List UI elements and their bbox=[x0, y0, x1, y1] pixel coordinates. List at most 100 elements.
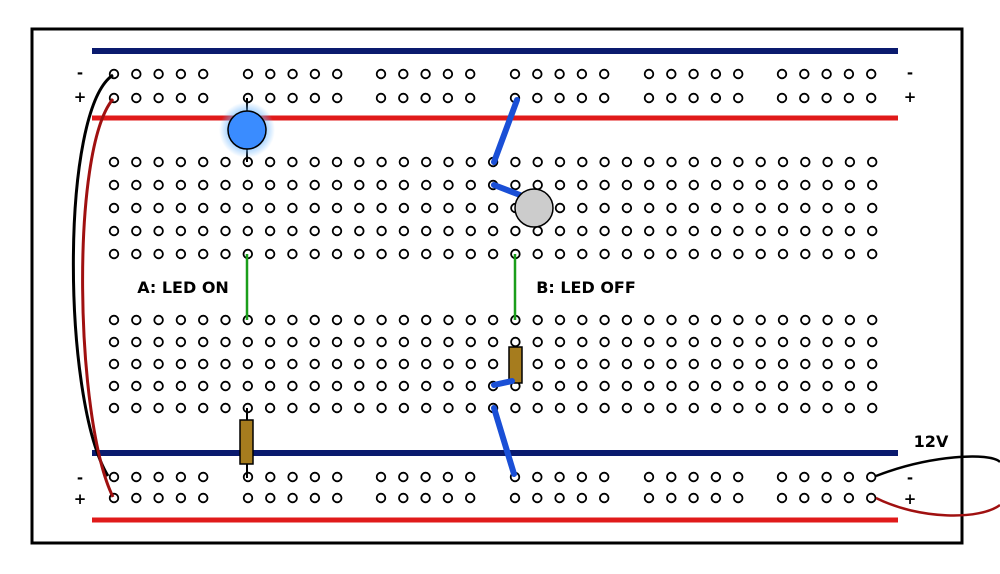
terminal-hole-bottom bbox=[800, 380, 811, 392]
terminal-hole-bottom bbox=[465, 336, 477, 348]
bottom-positive-rail-hole bbox=[843, 492, 855, 504]
terminal-hole-bottom bbox=[354, 336, 365, 348]
terminal-hole-bottom bbox=[510, 402, 521, 414]
terminal-hole-top bbox=[398, 202, 410, 214]
terminal-hole-bottom bbox=[710, 380, 722, 392]
bottom-negative-rail-hole bbox=[599, 471, 610, 483]
terminal-hole-top bbox=[644, 248, 655, 260]
terminal-hole-bottom bbox=[844, 314, 856, 326]
circuit-b-label: B: LED OFF bbox=[536, 278, 636, 297]
bottom-positive-rail-hole bbox=[776, 492, 788, 504]
terminal-hole-top bbox=[264, 179, 276, 191]
terminal-hole-top bbox=[153, 225, 164, 237]
terminal-hole-top bbox=[867, 156, 878, 168]
top-positive-rail-hole bbox=[776, 92, 788, 104]
terminal-hole-bottom bbox=[688, 380, 700, 392]
top-negative-rail-hole bbox=[821, 68, 832, 80]
terminal-hole-bottom bbox=[421, 402, 432, 414]
bottom-negative-rail-hole bbox=[442, 471, 454, 483]
terminal-hole-top bbox=[822, 179, 833, 191]
terminal-hole-bottom bbox=[733, 314, 744, 326]
terminal-hole-top bbox=[131, 202, 142, 214]
terminal-hole-top bbox=[733, 225, 744, 237]
bottom-positive-rail-hole bbox=[465, 492, 476, 504]
terminal-hole-bottom bbox=[621, 314, 633, 326]
terminal-hole-top bbox=[287, 179, 298, 191]
terminal-hole-bottom bbox=[175, 314, 187, 326]
bottom-negative-rail-hole bbox=[576, 471, 588, 483]
terminal-hole-top bbox=[800, 248, 811, 260]
bottom-negative-rail-hole bbox=[776, 471, 788, 483]
terminal-hole-top bbox=[666, 202, 677, 214]
terminal-hole-top bbox=[421, 202, 432, 214]
terminal-hole-bottom bbox=[421, 336, 432, 348]
terminal-hole-top bbox=[510, 179, 521, 191]
top-negative-rail-hole bbox=[287, 68, 298, 80]
terminal-hole-top bbox=[153, 156, 164, 168]
top-positive-rail-hole bbox=[843, 92, 855, 104]
terminal-hole-top bbox=[710, 202, 722, 214]
terminal-hole-bottom bbox=[554, 358, 566, 370]
terminal-hole-top bbox=[175, 248, 187, 260]
terminal-hole-top bbox=[220, 202, 231, 214]
terminal-hole-bottom bbox=[153, 314, 164, 326]
terminal-hole-bottom bbox=[554, 336, 566, 348]
terminal-hole-bottom bbox=[264, 314, 276, 326]
top-positive-rail-hole bbox=[175, 92, 187, 104]
terminal-hole-bottom bbox=[131, 336, 142, 348]
terminal-hole-top bbox=[487, 248, 499, 260]
terminal-hole-top bbox=[175, 179, 187, 191]
top-negative-rail-hole bbox=[554, 68, 565, 80]
terminal-hole-top bbox=[108, 248, 120, 260]
terminal-hole-bottom bbox=[867, 402, 878, 414]
terminal-hole-bottom bbox=[131, 402, 142, 414]
terminal-hole-bottom bbox=[175, 336, 187, 348]
terminal-hole-top bbox=[354, 156, 365, 168]
terminal-hole-bottom bbox=[733, 402, 744, 414]
terminal-hole-bottom bbox=[398, 402, 410, 414]
terminal-hole-top bbox=[666, 179, 677, 191]
terminal-hole-bottom bbox=[131, 380, 142, 392]
bottom-negative-rail-hole bbox=[666, 471, 677, 483]
terminal-hole-top bbox=[197, 179, 209, 191]
top-negative-rail-hole bbox=[733, 68, 744, 80]
terminal-hole-bottom bbox=[800, 402, 811, 414]
terminal-hole-top bbox=[354, 248, 365, 260]
top-negative-rail-hole bbox=[688, 68, 699, 80]
terminal-hole-bottom bbox=[175, 358, 187, 370]
terminal-hole-top bbox=[710, 156, 722, 168]
terminal-hole-top bbox=[844, 179, 856, 191]
terminal-hole-bottom bbox=[354, 380, 365, 392]
terminal-hole-bottom bbox=[331, 358, 343, 370]
bottom-negative-rail-hole bbox=[265, 471, 276, 483]
bottom-positive-rail-hole bbox=[175, 492, 187, 504]
top-positive-rail-hole bbox=[309, 92, 321, 104]
terminal-hole-bottom bbox=[108, 336, 120, 348]
terminal-hole-top bbox=[287, 248, 298, 260]
terminal-hole-bottom bbox=[131, 358, 142, 370]
terminal-hole-bottom bbox=[242, 380, 254, 392]
top-positive-rail-hole bbox=[153, 92, 164, 104]
bottom-negative-rail-hole bbox=[287, 471, 298, 483]
terminal-hole-top bbox=[599, 202, 610, 214]
terminal-hole-top bbox=[710, 248, 722, 260]
terminal-hole-top bbox=[577, 202, 588, 214]
terminal-hole-bottom bbox=[755, 402, 766, 414]
terminal-hole-bottom bbox=[331, 336, 343, 348]
terminal-hole-bottom bbox=[644, 358, 655, 370]
top-positive-rail-hole bbox=[576, 92, 588, 104]
bottom-negative-rail-hole bbox=[375, 471, 387, 483]
terminal-hole-top bbox=[309, 248, 320, 260]
top-negative-rail-hole bbox=[420, 68, 431, 80]
terminal-hole-bottom bbox=[666, 380, 677, 392]
terminal-hole-top bbox=[131, 156, 142, 168]
terminal-hole-bottom bbox=[554, 402, 566, 414]
terminal-hole-top bbox=[644, 202, 655, 214]
terminal-hole-top bbox=[710, 225, 722, 237]
terminal-hole-bottom bbox=[867, 314, 878, 326]
terminal-hole-bottom bbox=[577, 402, 588, 414]
bottom-negative-rail-hole bbox=[799, 471, 810, 483]
terminal-hole-top bbox=[532, 179, 543, 191]
terminal-hole-bottom bbox=[220, 358, 231, 370]
terminal-hole-top bbox=[287, 202, 298, 214]
